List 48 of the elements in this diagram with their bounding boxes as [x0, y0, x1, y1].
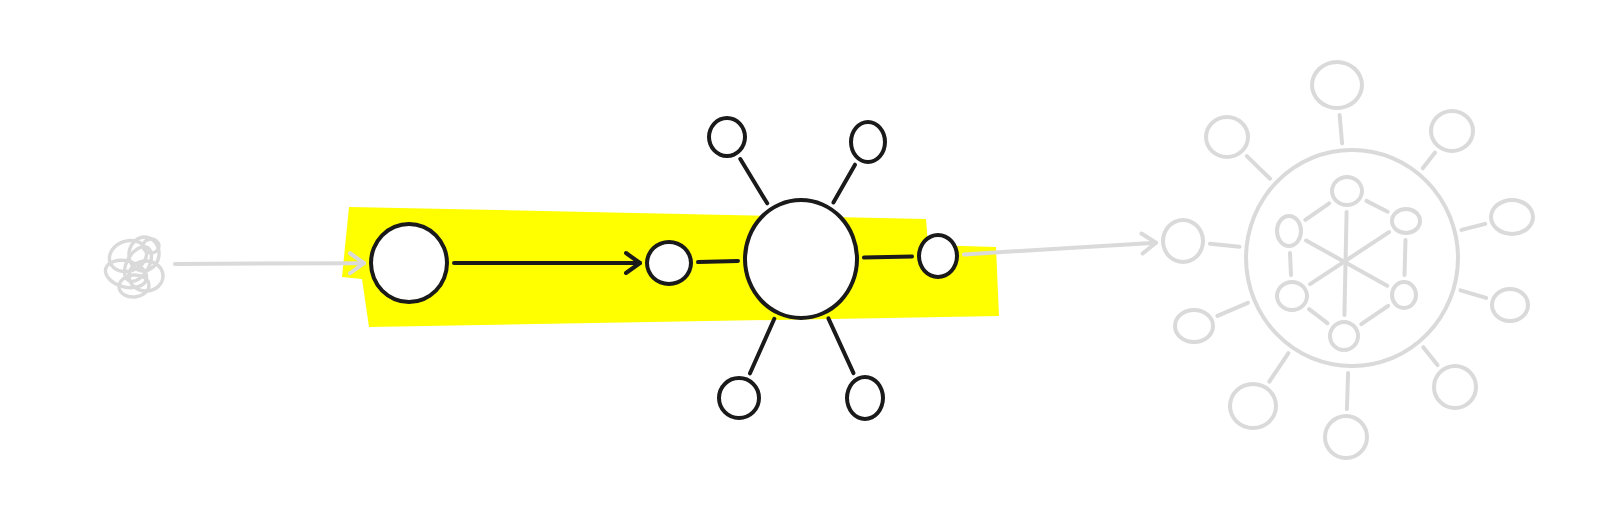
satellite-circle — [1490, 287, 1530, 323]
connector-line — [1303, 201, 1332, 222]
arrow — [173, 251, 366, 276]
satellite-circle — [845, 375, 885, 421]
inner-circle — [1390, 207, 1422, 235]
connector-line — [1288, 251, 1293, 277]
satellite-circle — [1489, 198, 1535, 236]
connector-line — [1364, 198, 1390, 214]
satellite-circle — [1310, 60, 1364, 110]
inner-circle — [1330, 175, 1364, 207]
connector-line — [748, 316, 777, 376]
satellite-circle — [1173, 308, 1215, 344]
satellite-circle — [707, 116, 747, 158]
connector-line — [1421, 345, 1440, 368]
satellite-circle — [1204, 115, 1250, 159]
connector-line — [1420, 150, 1438, 171]
inner-circle — [1275, 214, 1303, 248]
connector-line — [1215, 300, 1250, 318]
satellite-circle — [1161, 218, 1205, 264]
connector-line — [1308, 230, 1391, 287]
connector-line — [738, 157, 770, 206]
connector-line — [831, 162, 857, 205]
arrow — [452, 251, 642, 275]
connector-line — [826, 316, 856, 376]
connector-line — [1337, 112, 1345, 146]
connector-line — [1307, 307, 1330, 326]
connector-line — [1459, 221, 1488, 232]
connector-line — [1344, 370, 1351, 411]
connector-line — [696, 258, 740, 265]
satellite-circle — [717, 376, 761, 420]
inner-circle — [1328, 320, 1360, 352]
connector-line — [1304, 238, 1390, 288]
connector-line — [1342, 210, 1349, 317]
satellite-circle — [1429, 109, 1475, 153]
satellite-circle — [849, 120, 887, 164]
satellite-circle — [1228, 382, 1278, 430]
satellite-circle — [1432, 364, 1478, 410]
arrow — [962, 231, 1158, 257]
satellite-circle — [1323, 414, 1369, 460]
inner-circle — [1390, 280, 1418, 310]
connector-line — [1359, 303, 1391, 327]
connector-line — [1207, 241, 1242, 249]
connector-line — [862, 254, 914, 260]
inner-circle — [1275, 280, 1309, 312]
connector-line — [1244, 154, 1273, 181]
connector-line — [1458, 288, 1489, 300]
connector-line — [1267, 351, 1291, 384]
connector-line — [1402, 238, 1408, 277]
